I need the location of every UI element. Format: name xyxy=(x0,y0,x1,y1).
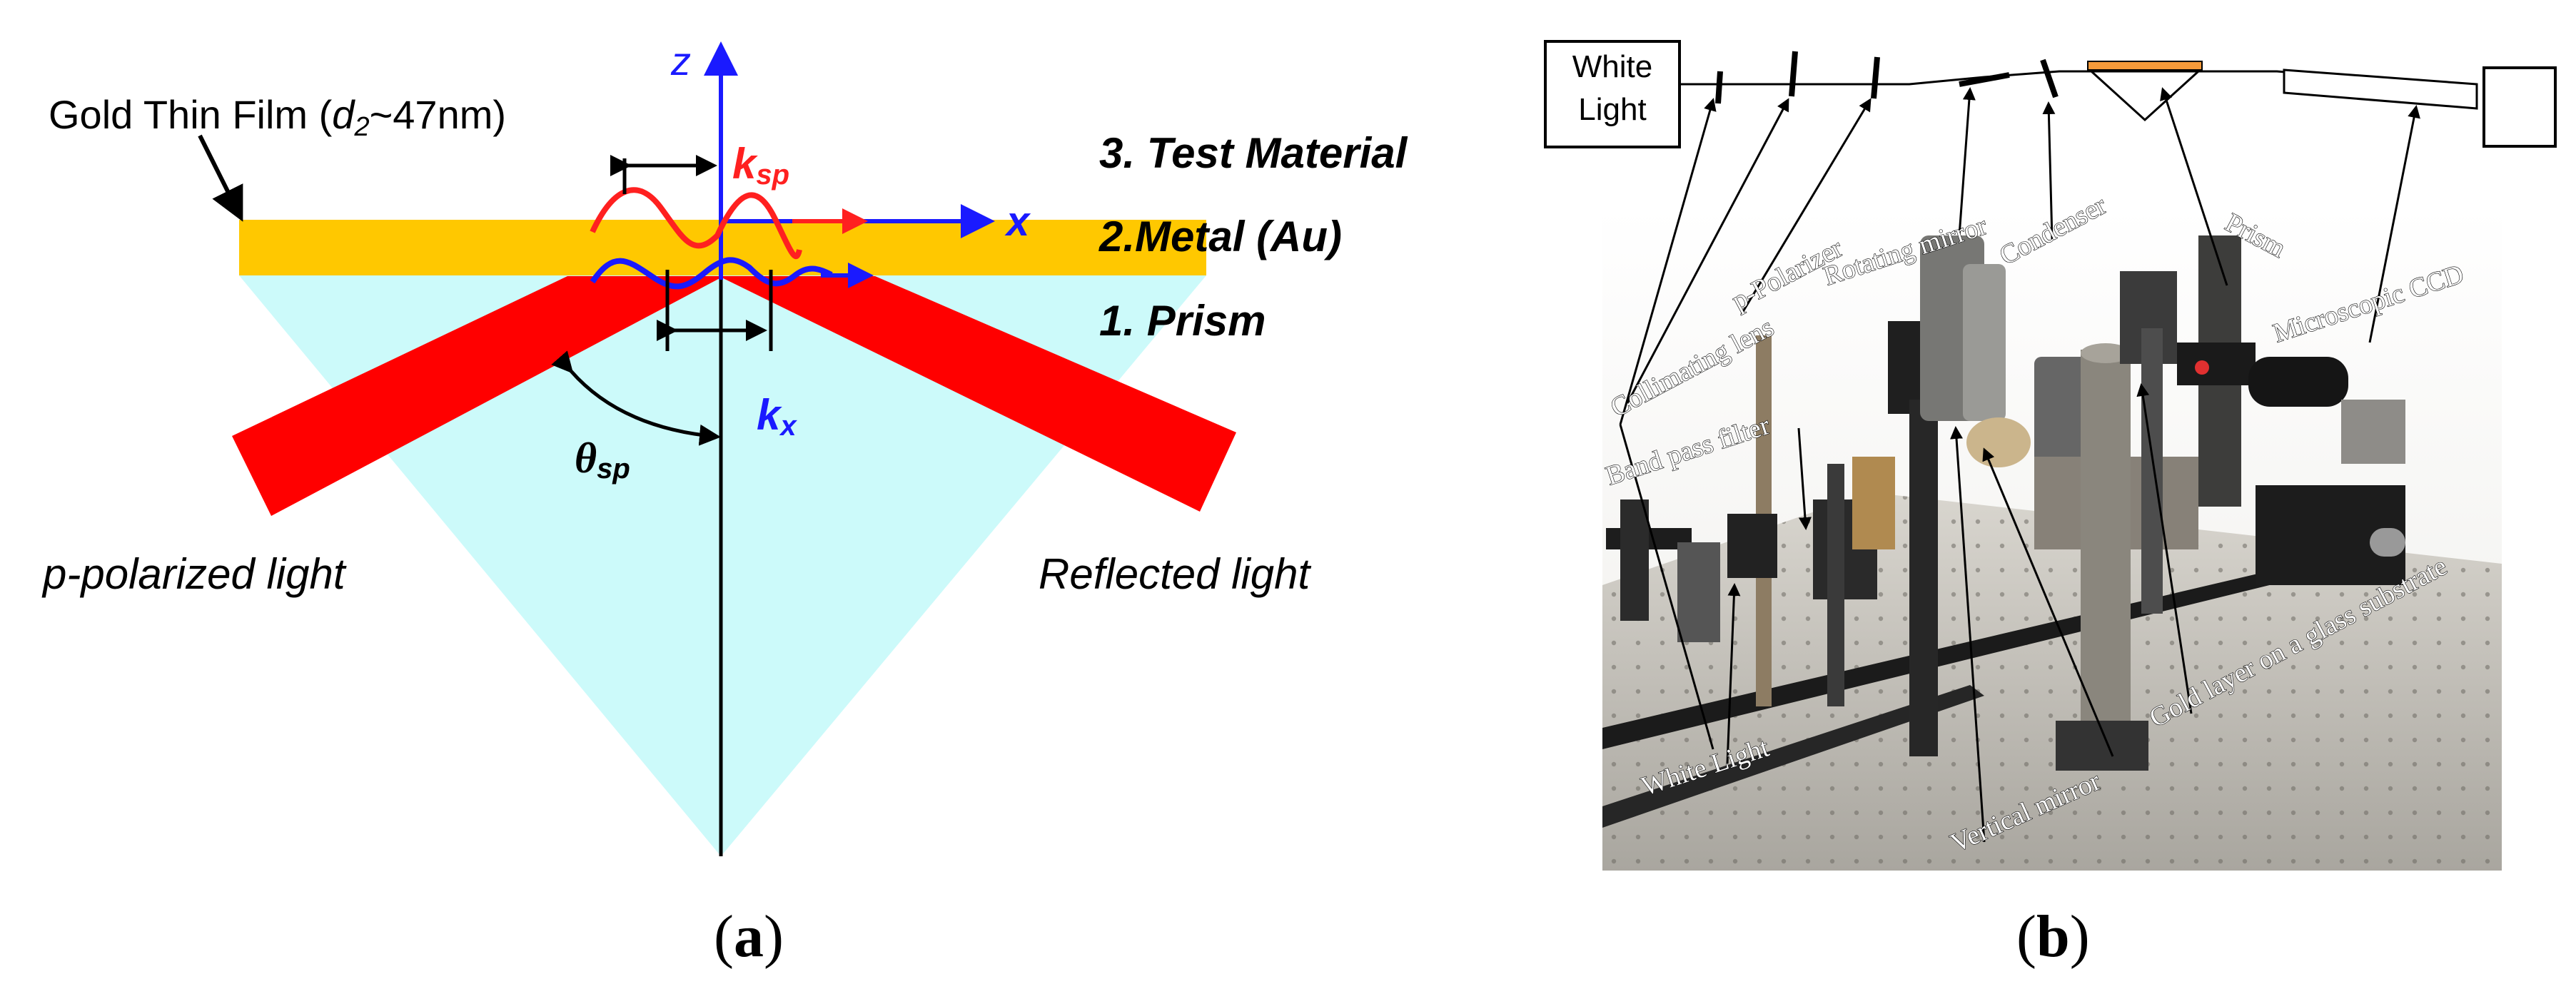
z-axis-label: z xyxy=(670,39,691,83)
ksp-label: ksp xyxy=(732,140,789,191)
prism-element xyxy=(2088,70,2201,122)
collimating-lens-element xyxy=(1789,51,1798,97)
x-axis-label: x xyxy=(1004,198,1031,245)
gold-film-pointer xyxy=(198,134,243,222)
layer1-label: 1. Prism xyxy=(1099,297,1266,345)
reflected-beam xyxy=(719,276,1236,512)
panel-a: z x Gold Thin Film (d2~47nm) ksp kx θsp … xyxy=(41,39,1408,970)
white-light-source-box xyxy=(1544,40,1681,148)
caption-a: (a) xyxy=(714,903,784,970)
theta-label: θsp xyxy=(575,435,630,485)
white-light-box-line1: White xyxy=(1572,49,1652,84)
panel-b: White Light Coll xyxy=(1544,40,2557,970)
caption-b: (b) xyxy=(2016,903,2090,970)
ksp-wave xyxy=(590,187,802,260)
band-pass-filter-element xyxy=(1715,71,1723,104)
theta-arc xyxy=(551,350,721,446)
p-polarizer-element xyxy=(1871,56,1880,99)
ccd-tube-element xyxy=(2283,69,2478,110)
kx-label: kx xyxy=(757,391,797,442)
condenser-element xyxy=(2040,59,2059,98)
layer2-label: 2.Metal (Au) xyxy=(1098,213,1342,260)
kx-wave xyxy=(590,257,833,290)
incident-label: p-polarized light xyxy=(41,550,347,598)
white-light-box-line2: Light xyxy=(1578,92,1646,127)
reflected-label: Reflected light xyxy=(1039,550,1312,598)
rotating-mirror-element xyxy=(1959,72,2010,87)
apparatus-photo xyxy=(1602,207,2502,871)
incident-beam xyxy=(232,276,724,516)
ccd-camera-element xyxy=(2482,66,2557,148)
gold-film-label: Gold Thin Film (d2~47nm) xyxy=(49,92,506,142)
layer3-label: 3. Test Material xyxy=(1099,129,1408,177)
gold-layer-element xyxy=(2087,61,2203,71)
leader-lines xyxy=(1619,87,2420,843)
